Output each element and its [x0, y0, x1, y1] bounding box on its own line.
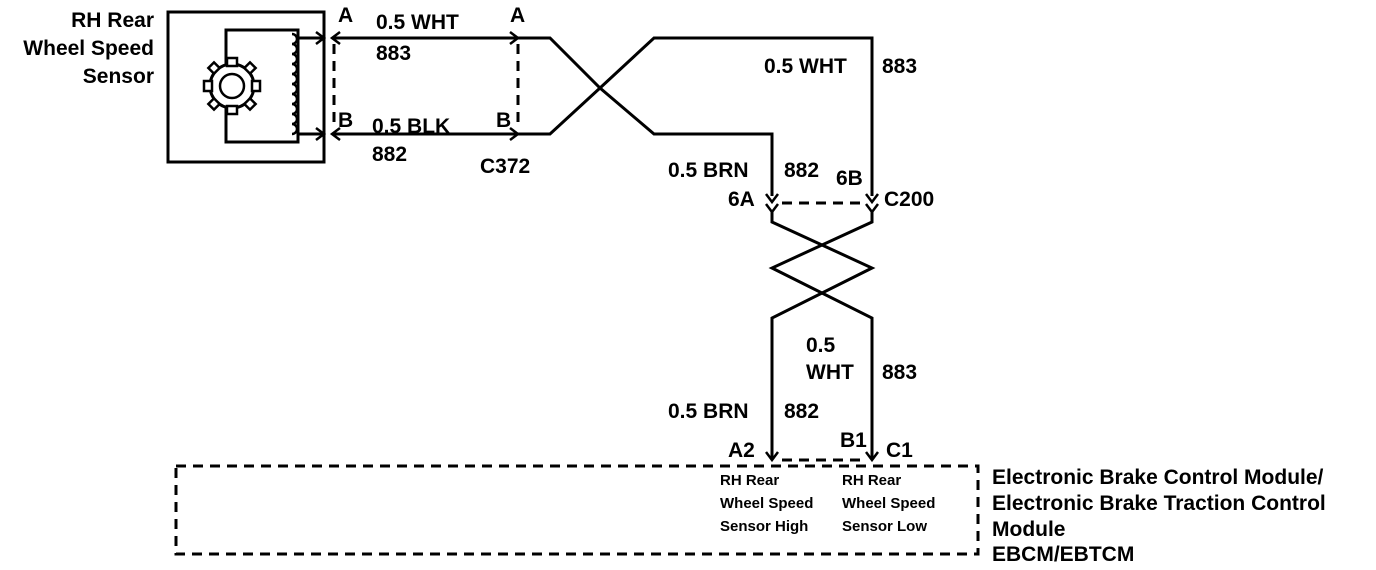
c372-pin-b-left: B	[338, 109, 353, 132]
wire-883-lower	[768, 212, 874, 458]
c200-6b-bottom-chevron-icon	[865, 203, 879, 215]
module-low-line1: RH Rear	[842, 472, 901, 489]
sensor-pin-a-arrow-icon	[315, 31, 327, 45]
reluctor-wheel-icon	[202, 56, 262, 116]
wire-wht-lower-label-1: 0.5	[806, 334, 836, 357]
module-pin-b1: B1	[840, 429, 867, 452]
c200-6a-top-chevron-icon	[765, 193, 779, 205]
module-pin-c1: C1	[886, 439, 913, 462]
wire-wht-lower-label-2: WHT	[806, 361, 854, 384]
sensor-title-3: Sensor	[83, 65, 154, 88]
wire-brn-lower-circuit: 882	[784, 400, 819, 423]
sensor-outer-box	[166, 10, 326, 164]
wire-883-twist-to-brn	[518, 36, 774, 196]
wire-wht-lower-circuit: 883	[882, 361, 917, 384]
module-pin-a2: A2	[728, 439, 755, 462]
wire-blk-top-circuit: 882	[372, 143, 407, 166]
module-low-line2: Wheel Speed	[842, 495, 935, 512]
wire-wht-top-label: 0.5 WHT	[376, 11, 459, 34]
wire-blk-top-label: 0.5 BLK	[372, 115, 450, 138]
wire-wht-right-circuit: 883	[882, 55, 917, 78]
sensor-title-2: Wheel Speed	[23, 37, 154, 60]
wire-brn-mid-circuit: 882	[784, 159, 819, 182]
c200-pin-6a: 6A	[728, 188, 755, 211]
wheel-speed-sensor	[166, 10, 327, 164]
module-c1-chevron-icon	[865, 451, 879, 463]
wire-wht-right-label: 0.5 WHT	[764, 55, 847, 78]
module-name-line1: Electronic Brake Control Module/	[992, 466, 1324, 489]
wire-882-twist-to-wht	[518, 36, 874, 196]
wire-brn-mid-label: 0.5 BRN	[668, 159, 749, 182]
ebcm-module-box	[174, 464, 980, 556]
connector-c200	[765, 193, 879, 215]
module-low-line3: Sensor Low	[842, 518, 927, 535]
c200-6a-bottom-chevron-icon	[765, 203, 779, 215]
c200-6b-top-chevron-icon	[865, 193, 879, 205]
module-a2-chevron-icon	[765, 451, 779, 463]
sensor-title-1: RH Rear	[71, 9, 154, 32]
module-name-line2: Electronic Brake Traction Control	[992, 492, 1326, 515]
c200-pin-6b: 6B	[836, 167, 863, 190]
c372-pin-a-right: A	[510, 4, 525, 27]
module-high-line1: RH Rear	[720, 472, 779, 489]
module-name-line3: Module	[992, 518, 1066, 541]
module-high-line3: Sensor High	[720, 518, 808, 535]
wire-wht-top-circuit: 883	[376, 42, 411, 65]
c372-name: C372	[480, 155, 530, 178]
wire-882-lower	[770, 212, 876, 458]
c372-pin-b-right: B	[496, 109, 511, 132]
module-high-line2: Wheel Speed	[720, 495, 813, 512]
module-name-line4: EBCM/EBTCM	[992, 543, 1134, 566]
c200-name: C200	[884, 188, 934, 211]
sensor-pin-b-arrow-icon	[315, 127, 327, 141]
wire-brn-lower-label: 0.5 BRN	[668, 400, 749, 423]
c372-pin-a-left: A	[338, 4, 353, 27]
